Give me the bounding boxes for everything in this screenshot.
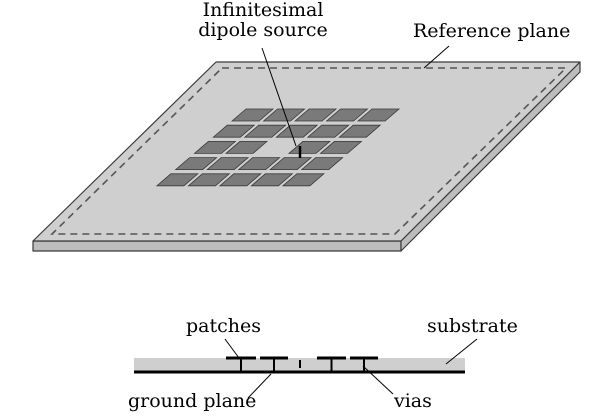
ground-plane-leader-line: [247, 373, 272, 399]
dipole-source-label-line2: dipole source: [198, 19, 328, 41]
patch-cell: [275, 124, 319, 138]
patch-cell: [338, 124, 382, 138]
patch-cell: [187, 173, 231, 187]
patches-leader-line: [224, 338, 240, 359]
patch-cell: [243, 124, 287, 138]
patch-cell: [155, 173, 199, 187]
patch-cell: [319, 140, 363, 154]
patch-cell: [357, 108, 401, 122]
patch-cell: [325, 108, 369, 122]
patch-cell: [281, 173, 325, 187]
reference-plane-leader-line: [423, 45, 450, 69]
patch-cell: [294, 108, 338, 122]
cross-section-patches: [226, 356, 378, 372]
substrate-leader-line: [445, 338, 478, 365]
patch-cell: [231, 108, 275, 122]
patch-cell: [224, 140, 268, 154]
cross-section-view: [134, 338, 478, 399]
dipole-leader-line: [261, 47, 297, 147]
patch-cell: [269, 157, 313, 171]
vias-label: vias: [394, 390, 432, 412]
patch-cell: [193, 140, 237, 154]
patch-cell: [300, 157, 344, 171]
patch-cell: [262, 108, 306, 122]
reference-plane-label: Reference plane: [413, 20, 571, 42]
patches-label: patches: [186, 315, 261, 337]
dipole-source-label: Infinitesimal dipole source: [148, 0, 378, 40]
vias-leader-line: [362, 365, 394, 395]
patch-cell: [237, 157, 281, 171]
reference-plane-outline: [50, 67, 568, 235]
substrate-label: substrate: [427, 315, 518, 337]
substrate-front-edge: [32, 240, 402, 252]
patch-cell: [212, 124, 256, 138]
dipole-source-label-line1: Infinitesimal: [202, 0, 324, 21]
ground-plane-label: ground plane: [128, 390, 257, 412]
patch-cell: [206, 157, 250, 171]
patch-cell: [306, 124, 350, 138]
substrate-slab: [32, 61, 581, 252]
patch-cell: [218, 173, 262, 187]
patch-cell: [174, 157, 218, 171]
patch-array: [155, 108, 401, 187]
patch-cell: [250, 173, 294, 187]
